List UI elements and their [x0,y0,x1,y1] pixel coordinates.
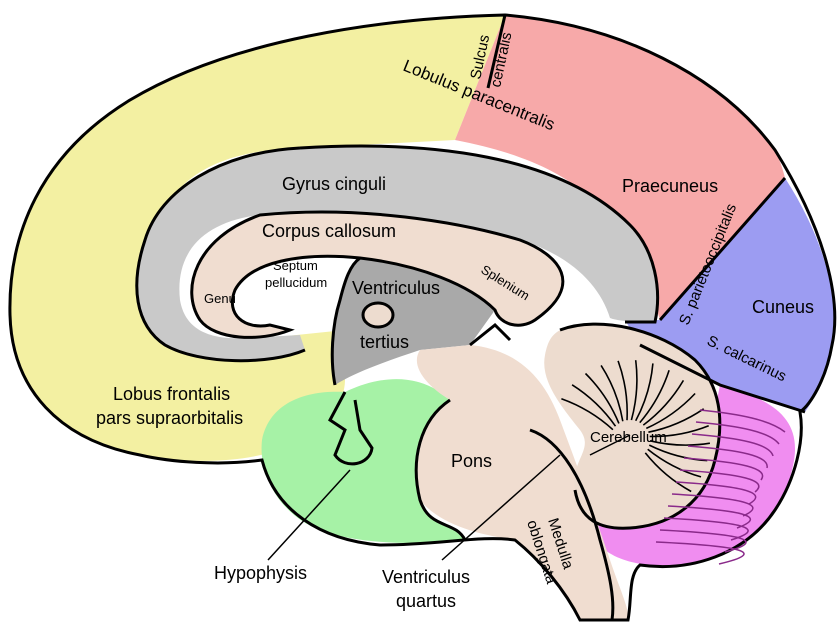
pink-folium-line [687,445,768,469]
gyrus-cinguli-region [136,146,658,361]
folium-line [561,398,614,431]
folium-line [645,392,696,430]
folium-line [644,452,692,493]
folium-line [617,360,628,421]
folium-line [600,364,624,422]
folium-line [630,360,638,421]
pink-folium-line [663,517,749,541]
ventriculus-tertius-region [330,258,495,385]
label-pars-supraorbitalis: pars supraorbitalis [96,408,243,428]
label-gyrus-cinguli: Gyrus cinguli [282,174,386,194]
label-hypophysis: Hypophysis [214,563,307,583]
folium-line [571,384,617,427]
corpus-callosum-region [191,212,563,338]
label-corpus-callosum: Corpus callosum [262,221,396,241]
cerebellum-back-folia [655,409,786,565]
pink-folium-line [699,409,786,433]
parietal-lobe-region [455,15,785,320]
adhesio-interthalamica [361,301,395,329]
folium-line [584,372,620,424]
folium-line [649,424,709,438]
pons-region [416,345,629,620]
pink-folium-line [659,529,747,553]
pink-folium-line [695,421,780,445]
label-praecuneus: Praecuneus [622,176,718,196]
label-ventriculus-quartus-2: quartus [396,591,456,611]
brain-outline [8,13,837,622]
label-ventriculus-quartus-1: Ventriculus [382,567,470,587]
label-cuneus: Cuneus [752,297,814,317]
folium-line [647,448,702,478]
leader-lines [267,434,631,561]
pink-folium-line [691,433,774,457]
pink-folium-line [655,541,745,565]
label-lobus-frontalis: Lobus frontalis [113,384,230,404]
pink-folium-line [667,505,752,529]
label-cerebellum: Cerebellum [590,429,667,446]
label-pellucidum: pellucidum [265,275,327,290]
label-ventriculus: Ventriculus [352,278,440,298]
label-pons: Pons [451,451,492,471]
folium-line [649,440,711,446]
inner-contours [135,14,806,621]
folium-line [634,363,654,422]
folium-line [642,379,685,426]
folium-line [648,408,705,433]
frontal-lobe-region [9,15,506,461]
pink-folium-line [675,481,757,505]
cerebellum-folia [561,360,711,493]
label-septum: Septum [273,258,318,273]
label-tertius: tertius [360,332,409,352]
label-genu: Genu [204,291,236,306]
pink-folium-line [679,469,760,493]
pink-folium-line [671,493,754,517]
pink-folium-line [683,457,764,481]
folium-line [639,369,670,424]
